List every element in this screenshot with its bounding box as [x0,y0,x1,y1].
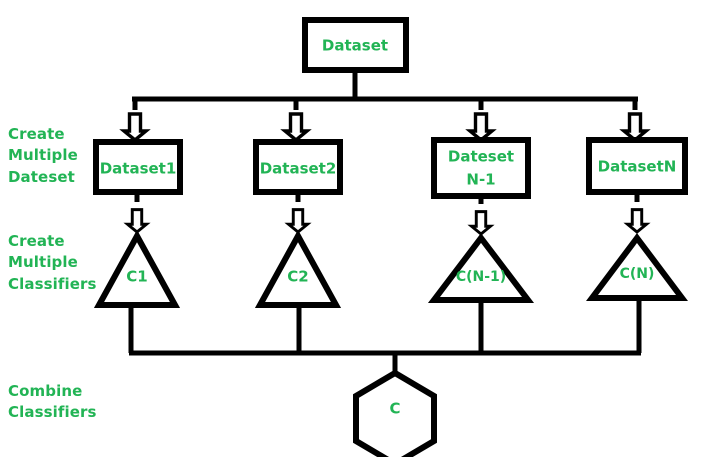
node-classifier-n-label: C(N) [620,266,655,282]
node-dataset-n-1-label-line1: Dateset [448,148,514,166]
stage-label-create-multiple-dateset: Create Multiple Dateset [8,125,78,186]
stage-label-combine-classifiers: Combine Classifiers [8,382,97,422]
arrow-down-icon-dataset-n-1-to-classifier-n-1 [470,210,492,236]
arrow-down-icon-dataset-2-to-classifier-2 [287,208,309,234]
arrow-down-icon-bus-to-dataset-n-1 [468,112,494,142]
arrow-down-icon-bus-to-dataset-1 [122,112,148,142]
node-combiner[interactable] [353,369,437,457]
arrow-down-icon-bus-to-dataset-n [622,112,648,142]
node-dataset-2-label: Dataset2 [260,160,337,178]
node-dataset-n-1-label-line2: N-1 [466,171,495,189]
arrow-down-icon-dataset-1-to-classifier-1 [126,208,148,234]
node-dataset-label: Dataset [322,37,388,55]
node-dataset-1-label: Dataset1 [100,160,177,178]
node-classifier-2-label: C2 [287,268,308,286]
node-dataset[interactable] [302,17,409,73]
node-classifier-n-1-label: C(N-1) [456,269,506,285]
arrow-down-icon-bus-to-dataset-2 [283,112,309,142]
node-classifier-1-label: C1 [126,268,147,286]
arrow-down-icon-dataset-n-to-classifier-n [626,208,648,234]
node-combiner-label: C [389,400,400,418]
node-dataset-n-label: DatasetN [598,158,677,176]
node-classifier-1[interactable] [93,229,181,308]
stage-label-create-multiple-classifiers: Create Multiple Classifiers [8,232,97,293]
node-dataset-1[interactable] [93,139,183,195]
